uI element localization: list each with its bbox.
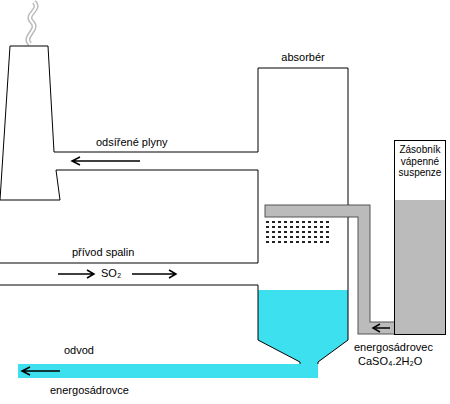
tower-heading: absorbér [258,51,348,64]
absorber-wall [258,68,348,364]
suspension-tank: Zásobník vápenné suspenze [394,140,446,335]
suspension-liquid [258,290,348,364]
absorber-tower: absorbér [258,68,348,340]
gas-formula: SO₂ [100,267,122,280]
pipe-label: odvod [64,344,94,357]
chemical-formula: CaSO₄.2H₂O [358,355,422,368]
pipe-fill [348,211,394,328]
spray-header [265,205,349,217]
flow-arrow [132,270,176,278]
flow-arrow [22,367,60,375]
flow-arrow [72,157,140,165]
flue-inlet-pipe [0,285,258,286]
smoke-core [28,2,36,44]
gypsum-outlet [18,364,318,378]
chimney [0,46,60,200]
arrow-head [373,324,380,332]
flue-inlet-pipe [0,263,258,264]
smoke [28,2,36,44]
flow-arrow [58,270,94,278]
pipe-label: odsířené plyny [96,136,168,149]
spray-nozzles [266,220,332,245]
gas-outlet-pipe [56,170,258,171]
gas-outlet-pipe [54,152,258,153]
lime-suspension [395,200,445,334]
suspension-pipe [348,211,394,332]
tank-label: Zásobník vápenné suspenze [395,141,445,182]
pipe-outline [348,211,394,328]
product-label: energosádrovec [354,341,433,354]
flow-arrow [373,327,390,329]
pipe-label: přívod spalin [72,246,134,259]
product-label: energosádrovce [50,384,129,397]
